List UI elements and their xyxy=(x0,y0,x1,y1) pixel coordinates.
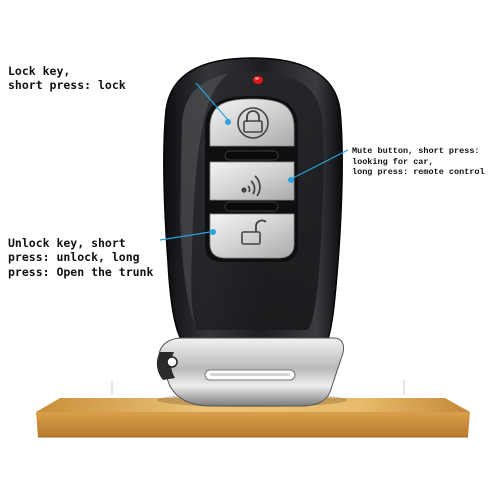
emergency-key-insert xyxy=(156,337,345,407)
unlock-key-annotation: Unlock key, short press: unlock, long pr… xyxy=(8,236,154,279)
lock-button[interactable] xyxy=(209,98,295,147)
lock-key-annotation: Lock key, short press: lock xyxy=(8,64,126,93)
indicator-led xyxy=(253,76,263,84)
mute-button-pointer xyxy=(288,149,349,183)
unlock-button[interactable] xyxy=(209,213,295,259)
unlock-key-pointer xyxy=(159,229,216,241)
padlock-open-icon xyxy=(241,219,267,245)
signal-waves-icon xyxy=(241,175,261,197)
mute-button-annotation: Mute button, short press: looking for ca… xyxy=(352,146,485,178)
mute-button[interactable] xyxy=(209,161,295,201)
key-fob xyxy=(156,57,345,407)
callout-lines xyxy=(159,82,349,241)
lock-key-pointer xyxy=(195,82,231,125)
padlock-closed-icon xyxy=(237,107,269,139)
